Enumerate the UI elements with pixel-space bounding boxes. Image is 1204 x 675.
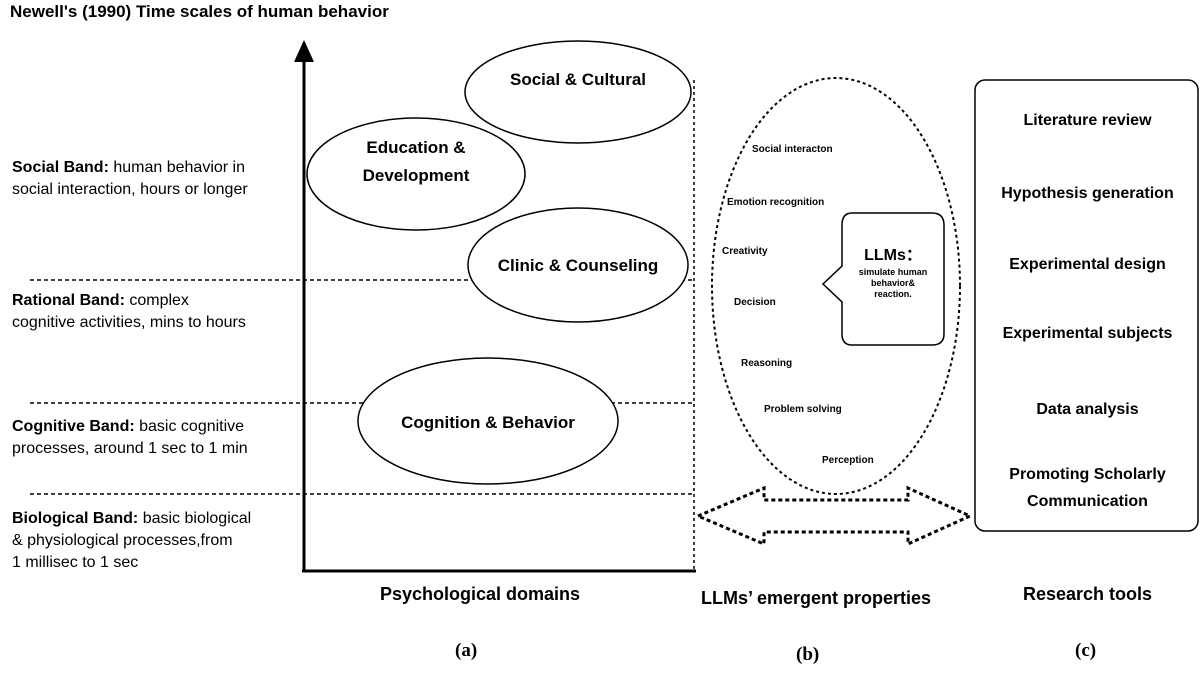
band-desc: & physiological processes,from — [12, 532, 233, 549]
property-item: Perception — [822, 455, 874, 466]
band-desc: basic cognitive — [139, 418, 245, 435]
tools-axis-label: Research tools — [1022, 584, 1153, 604]
properties-axis-label: LLMs’ emergent properties — [700, 588, 932, 608]
cognition-ellipse — [357, 357, 619, 485]
double-headed-arrow — [694, 485, 974, 547]
tool-item: Communication — [1027, 493, 1148, 510]
band-desc: cognitive activities, mins to hours — [12, 314, 246, 331]
figure-title: Newell's (1990) Time scales of human beh… — [10, 2, 389, 21]
property-item: Problem solving — [764, 404, 842, 415]
tool-item: Experimental design — [1009, 256, 1166, 273]
biological-band-text: Biological Band: basic biological & phys… — [12, 508, 312, 574]
tool-item: Literature review — [1023, 112, 1152, 129]
property-item: Creativity — [722, 246, 768, 257]
panel-label-b: (b) — [796, 644, 820, 665]
social-cultural-ellipse — [464, 40, 692, 144]
tool-item: Hypothesis generation — [1001, 185, 1174, 202]
cognitive-band-text: Cognitive Band: basic cognitive processe… — [12, 416, 312, 460]
cognition-label: Cognition & Behavior — [401, 413, 575, 432]
education-label-line2: Development — [362, 166, 470, 185]
band-desc: social interaction, hours or longer — [12, 181, 248, 198]
band-desc: 1 millisec to 1 sec — [12, 554, 139, 571]
property-item: Emotion recognition — [727, 197, 825, 208]
llm-title: LLMs： — [864, 247, 922, 264]
band-desc: human behavior in — [113, 159, 245, 176]
band-name: Cognitive Band: — [12, 418, 135, 435]
band-name: Biological Band: — [12, 510, 139, 527]
band-desc: complex — [129, 292, 189, 309]
social-band-text: Social Band: human behavior in social in… — [12, 157, 312, 201]
band-name: Rational Band: — [12, 292, 125, 309]
band-desc: processes, around 1 sec to 1 min — [12, 440, 248, 457]
panel-label-a: (a) — [455, 640, 478, 661]
panel-label-c: (c) — [1075, 640, 1097, 661]
education-ellipse — [306, 117, 526, 231]
clinic-ellipse — [467, 207, 689, 323]
band-name: Social Band: — [12, 159, 109, 176]
llm-speech-bubble — [821, 212, 945, 346]
research-tools-box — [974, 79, 1199, 532]
band-desc: basic biological — [142, 510, 252, 527]
clinic-label: Clinic & Counseling — [497, 256, 659, 275]
property-item: Decision — [734, 297, 776, 308]
y-axis-arrowhead — [294, 40, 314, 62]
llm-desc-line: behavior& — [870, 278, 915, 288]
llm-description: simulate human behavior& reaction. — [842, 267, 944, 300]
tool-item: Data analysis — [1036, 401, 1139, 418]
tool-item: Promoting Scholarly — [1009, 466, 1166, 483]
property-item: Social interacton — [752, 144, 833, 155]
property-item: Reasoning — [741, 358, 793, 369]
education-label-line1: Education & — [366, 138, 466, 157]
tool-item: Experimental subjects — [1002, 325, 1173, 342]
social-cultural-label: Social & Cultural — [509, 70, 647, 89]
llm-desc-line: simulate human — [858, 267, 928, 277]
domains-axis-label: Psychological domains — [379, 584, 581, 604]
emergent-properties-ellipse — [711, 77, 961, 495]
llm-desc-line: reaction. — [874, 289, 912, 299]
rational-band-text: Rational Band: complex cognitive activit… — [12, 290, 312, 334]
